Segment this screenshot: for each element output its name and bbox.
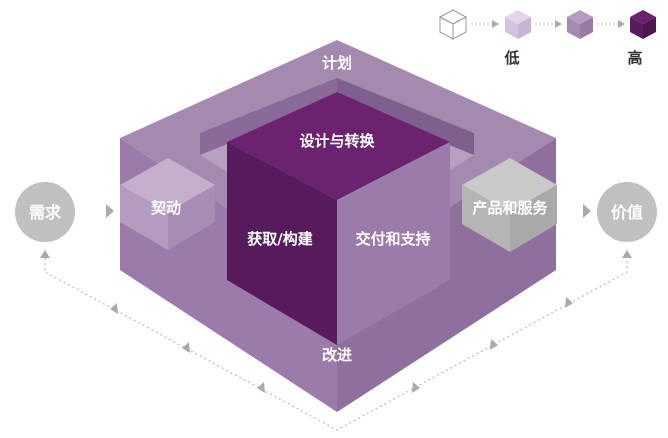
value-arrow — [583, 204, 591, 218]
engage-top — [120, 158, 215, 212]
loop-line — [44, 258, 628, 431]
frame-inner-back-right — [337, 78, 474, 155]
products-top — [462, 158, 557, 212]
products-left — [462, 185, 510, 252]
acquire-label: 获取/构建 — [247, 230, 313, 248]
legend-cube-2 — [505, 10, 531, 39]
value-label: 价值 — [611, 203, 643, 222]
products-label: 产品和服务 — [472, 199, 548, 217]
core-top-face — [227, 92, 450, 200]
core-right-face — [337, 142, 450, 345]
legend: 低 高 — [438, 9, 656, 67]
legend-cube-1 — [438, 9, 468, 40]
engage-label: 契动 — [150, 199, 181, 217]
demand-circle — [15, 182, 75, 242]
demand-node: 需求 — [15, 182, 75, 242]
products-right — [510, 185, 557, 252]
loop-arrow-3 — [182, 342, 190, 353]
legend-arrows — [492, 20, 625, 28]
legend-cube-4 — [630, 10, 656, 39]
legend-high-label: 高 — [627, 49, 642, 67]
loop-arrow-8 — [622, 250, 632, 258]
core-cube — [227, 92, 450, 345]
engage-right — [168, 185, 215, 250]
loop-arrow-2 — [110, 303, 118, 314]
legend-low-label: 低 — [503, 49, 519, 67]
loop-arrow-1 — [40, 250, 50, 258]
products-cube — [462, 158, 557, 252]
frame-inner-back-left — [200, 78, 337, 155]
engage-left — [120, 185, 168, 250]
loop-arrow-4 — [257, 382, 265, 393]
demand-label: 需求 — [29, 203, 62, 222]
value-circle — [597, 182, 657, 242]
legend-cube-3 — [567, 10, 593, 39]
loop-arrow-6 — [490, 339, 498, 350]
deliver-label: 交付和支持 — [355, 230, 430, 248]
loop-arrow-7 — [565, 297, 573, 308]
value-node: 价值 — [597, 182, 657, 242]
design-label: 设计与转换 — [299, 132, 375, 150]
engage-cube — [120, 158, 215, 250]
core-left-face — [227, 142, 337, 345]
plan-label: 计划 — [322, 54, 352, 72]
improve-label: 改进 — [322, 346, 352, 364]
demand-arrow — [106, 204, 114, 218]
loop-arrow-5 — [412, 382, 420, 393]
loop-arrows — [40, 250, 632, 393]
feedback-loop — [44, 258, 628, 431]
